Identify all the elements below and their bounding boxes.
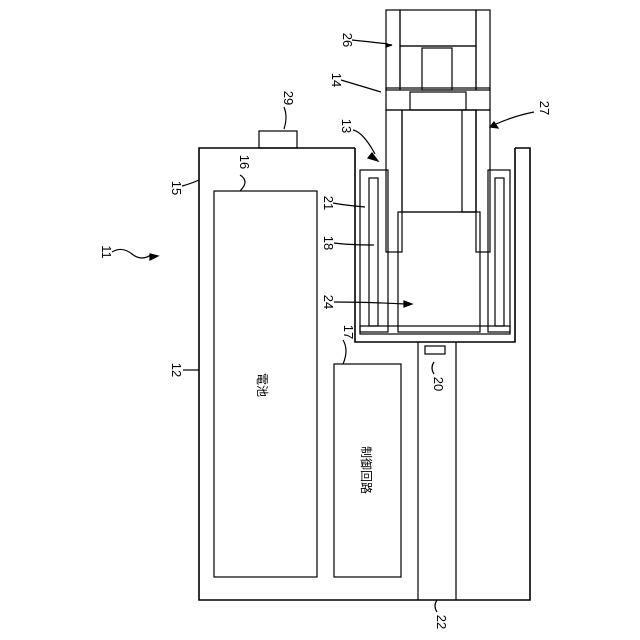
label-filter: 26 xyxy=(340,33,355,47)
button[interactable] xyxy=(259,131,297,148)
label-aerosol: 24 xyxy=(321,295,336,309)
reference-numerals: 29 16 15 11 12 17 13 14 26 27 21 18 24 2… xyxy=(99,33,552,629)
control-circuit-label: 制御回路 xyxy=(359,446,374,494)
filter-cartridge xyxy=(386,10,490,90)
label-tube: 18 xyxy=(321,236,336,250)
flavor-unit xyxy=(386,88,490,252)
label-body: 12 xyxy=(169,363,184,377)
label-holder: 13 xyxy=(339,119,354,133)
label-flavor-unit: 14 xyxy=(329,73,344,87)
device-body xyxy=(199,131,530,600)
aerosol-source xyxy=(398,212,480,332)
label-button: 29 xyxy=(281,91,296,105)
label-cap: 27 xyxy=(537,101,552,115)
label-channel: 22 xyxy=(434,615,449,629)
label-battery: 16 xyxy=(237,155,252,169)
label-heater: 21 xyxy=(321,196,336,210)
battery-label: 電池 xyxy=(255,373,269,397)
control-circuit-block: 制御回路 xyxy=(334,364,401,577)
label-control: 17 xyxy=(341,325,356,339)
holder-cup xyxy=(355,148,515,342)
sensor xyxy=(425,346,445,354)
label-case: 15 xyxy=(169,181,184,195)
label-device: 11 xyxy=(99,245,114,259)
battery-block: 電池 xyxy=(214,191,317,577)
label-sensor: 20 xyxy=(431,377,446,391)
